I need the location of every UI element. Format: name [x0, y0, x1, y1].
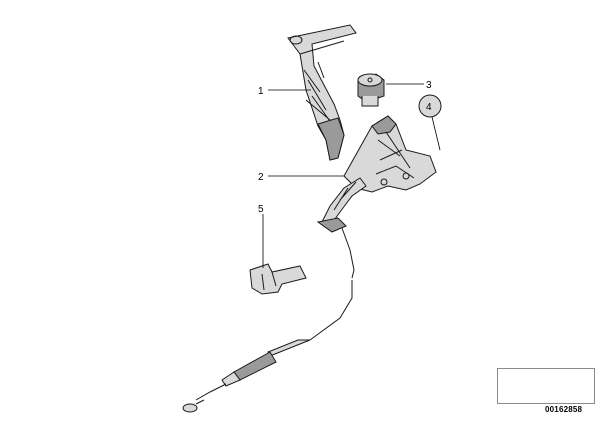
handbrake-lever-part	[287, 24, 357, 161]
callout-4: 4	[426, 102, 432, 113]
callout-circle-4	[418, 94, 442, 118]
handbrake-bracket-part	[343, 115, 437, 193]
callout-5: 5	[258, 204, 264, 215]
callout-1: 1	[258, 86, 264, 97]
cable-boot-part	[316, 177, 367, 279]
diagram-id: 00162858	[545, 405, 583, 414]
clip-part	[249, 263, 307, 295]
legend-box	[497, 368, 595, 404]
callout-3: 3	[426, 80, 432, 91]
callout-2: 2	[258, 172, 264, 183]
cap-part	[357, 73, 385, 107]
leader-line-4	[431, 116, 441, 151]
nut-callout: 4	[418, 94, 442, 151]
handbrake-cable-part	[182, 280, 353, 413]
